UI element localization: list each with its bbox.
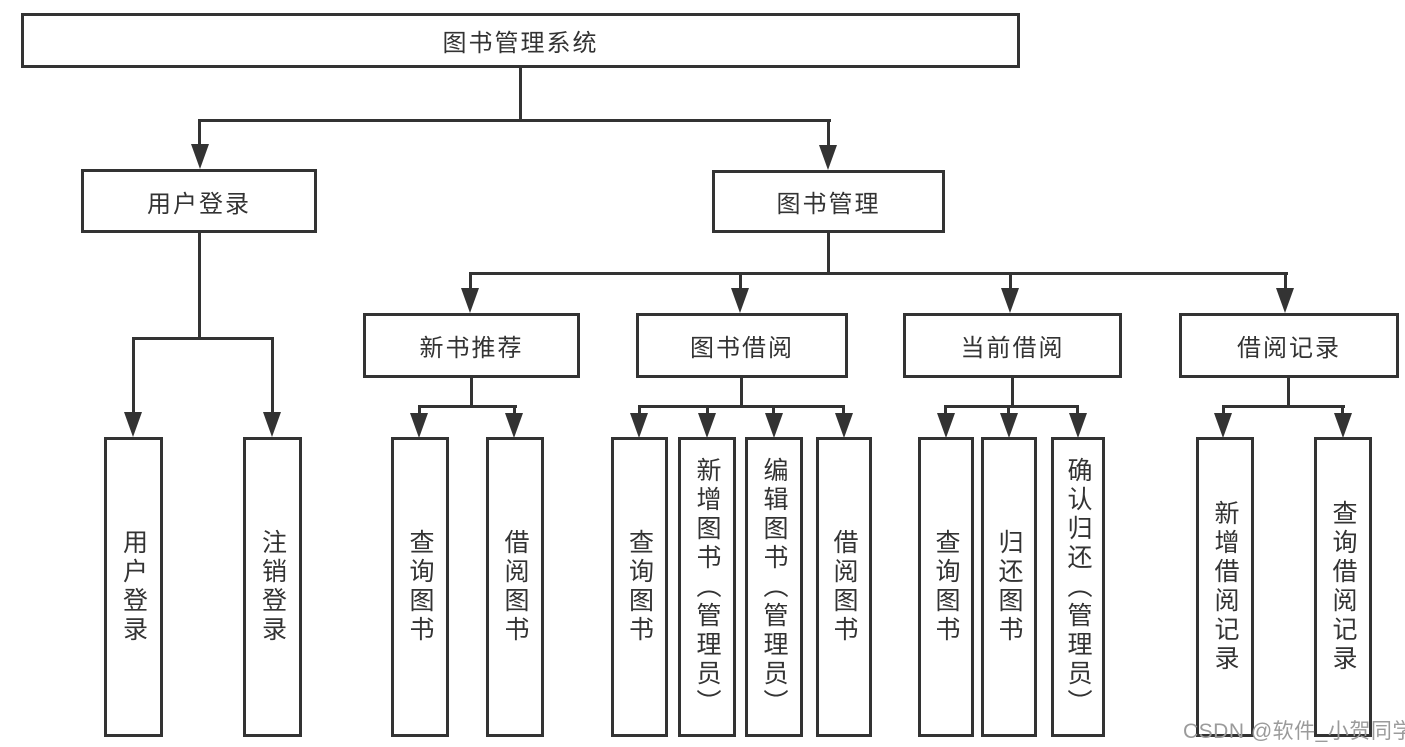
connector-current-borrow-stem (1011, 378, 1014, 408)
node-book-management: 图书管理 (712, 170, 945, 233)
arrowhead-user-login (191, 144, 209, 169)
connector-to-br-query (1341, 405, 1344, 415)
connector-new-book-stem (470, 378, 473, 408)
connector-to-user-login (198, 119, 201, 145)
connector-user-login-stem (198, 233, 201, 340)
leaf-borrow-borrow-book: 借阅图书 (816, 437, 872, 737)
node-borrow-records: 借阅记录 (1179, 313, 1399, 378)
connector-to-current-borrow (1009, 272, 1012, 290)
connector-to-bb-edit (772, 405, 775, 415)
connector-book-management-bar (469, 272, 1288, 275)
connector-to-new-book (469, 272, 472, 290)
connector-to-book-management (827, 119, 830, 145)
leaf-borrow-edit-book-admin: 编辑图书（管理员） (745, 437, 803, 737)
connector-book-borrow-bar (638, 405, 845, 408)
node-new-book-recommend: 新书推荐 (363, 313, 580, 378)
arrowhead-br-query (1334, 413, 1352, 438)
leaf-logout-login: 注销登录 (243, 437, 302, 737)
csdn-watermark: CSDN @软件_小贺同学 (1183, 720, 1405, 743)
connector-current-borrow-bar (944, 405, 1079, 408)
leaf-borrow-add-book-admin: 新增图书（管理员） (678, 437, 736, 737)
arrowhead-book-management (819, 145, 837, 170)
arrowhead-new-book (461, 288, 479, 313)
leaf-user-login: 用户登录 (104, 437, 163, 737)
connector-book-borrow-stem (740, 378, 743, 408)
connector-to-cb-return (1007, 405, 1010, 415)
connector-to-bb-borrow (842, 405, 845, 415)
connector-user-login-bar (132, 337, 274, 340)
node-user-login: 用户登录 (81, 169, 317, 233)
node-root: 图书管理系统 (21, 13, 1020, 68)
leaf-recommend-borrow-book: 借阅图书 (486, 437, 544, 737)
connector-to-leaf-user-login (132, 337, 135, 413)
leaf-recommend-query-book: 查询图书 (391, 437, 449, 737)
leaf-current-return-book: 归还图书 (981, 437, 1037, 737)
node-book-borrow: 图书借阅 (636, 313, 848, 378)
arrowhead-bb-add (698, 413, 716, 438)
connector-to-br-add (1222, 405, 1225, 415)
connector-book-management-stem (827, 233, 830, 275)
arrowhead-rec-query (410, 413, 428, 438)
leaf-records-add-record: 新增借阅记录 (1196, 437, 1254, 737)
leaf-borrow-query-book: 查询图书 (611, 437, 668, 737)
connector-to-rec-borrow (513, 405, 516, 415)
connector-root-bar (198, 119, 831, 122)
leaf-records-query-record: 查询借阅记录 (1314, 437, 1372, 737)
arrowhead-bb-borrow (835, 413, 853, 438)
connector-to-book-borrow (739, 272, 742, 290)
arrowhead-br-add (1214, 413, 1232, 438)
arrowhead-bb-edit (765, 413, 783, 438)
arrowhead-bb-query (630, 413, 648, 438)
arrowhead-book-borrow (731, 288, 749, 313)
connector-root-stem (519, 68, 522, 121)
node-current-borrow: 当前借阅 (903, 313, 1122, 378)
arrowhead-cb-query (937, 413, 955, 438)
connector-to-leaf-logout (271, 337, 274, 413)
connector-to-cb-confirm (1076, 405, 1079, 415)
connector-borrow-records-stem (1287, 378, 1290, 408)
arrowhead-rec-borrow (505, 413, 523, 438)
arrowhead-borrow-records (1276, 288, 1294, 313)
arrowhead-leaf-user-login (124, 412, 142, 437)
connector-borrow-records-bar (1222, 405, 1345, 408)
leaf-current-confirm-return-admin: 确认归还（管理员） (1051, 437, 1105, 737)
connector-to-bb-query (638, 405, 641, 415)
connector-to-rec-query (418, 405, 421, 415)
arrowhead-cb-confirm (1069, 413, 1087, 438)
connector-to-borrow-records (1284, 272, 1287, 290)
connector-to-bb-add (706, 405, 709, 415)
connector-new-book-bar (418, 405, 517, 408)
arrowhead-current-borrow (1001, 288, 1019, 313)
arrowhead-cb-return (1000, 413, 1018, 438)
connector-to-cb-query (944, 405, 947, 415)
arrowhead-leaf-logout (263, 412, 281, 437)
leaf-current-query-book: 查询图书 (918, 437, 974, 737)
